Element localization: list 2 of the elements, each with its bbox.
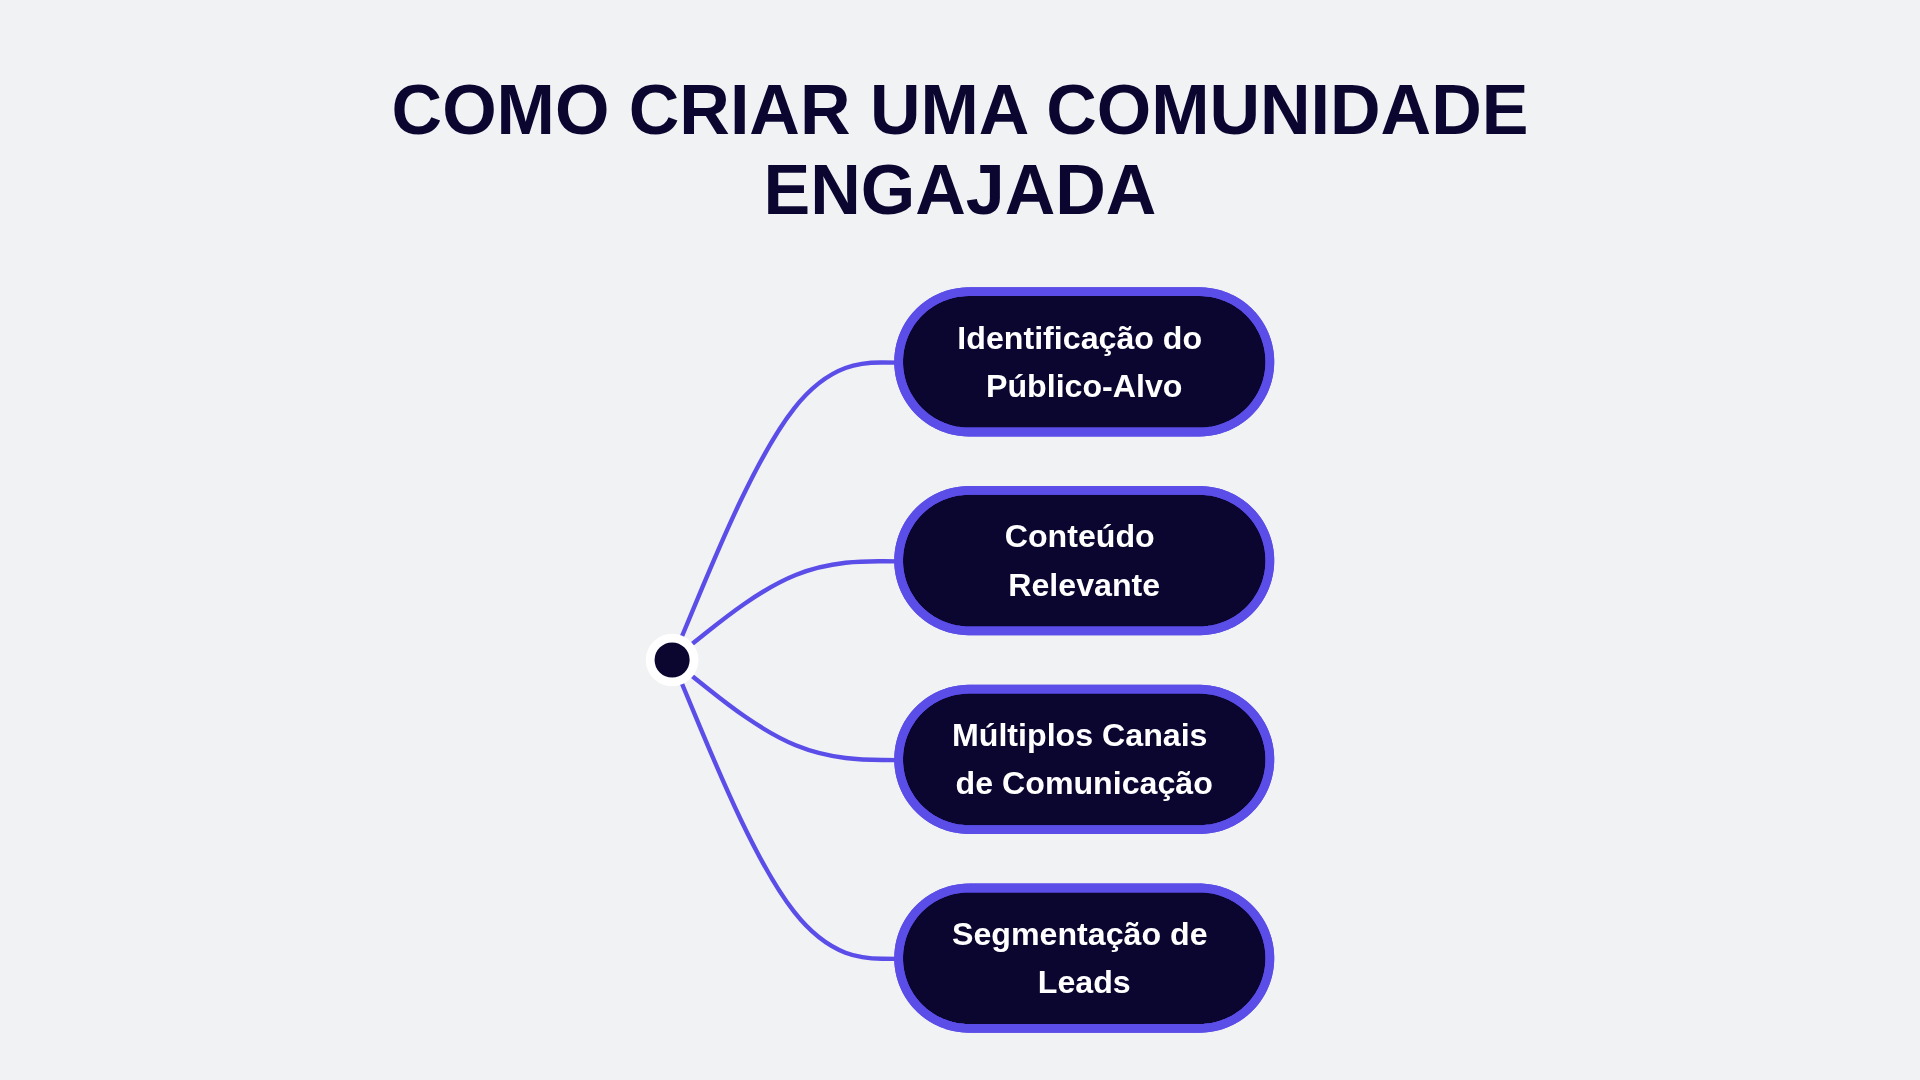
title: COMO CRIAR UMA COMUNIDADE ENGAJADA	[390, 70, 1530, 230]
node-circle	[645, 633, 699, 687]
